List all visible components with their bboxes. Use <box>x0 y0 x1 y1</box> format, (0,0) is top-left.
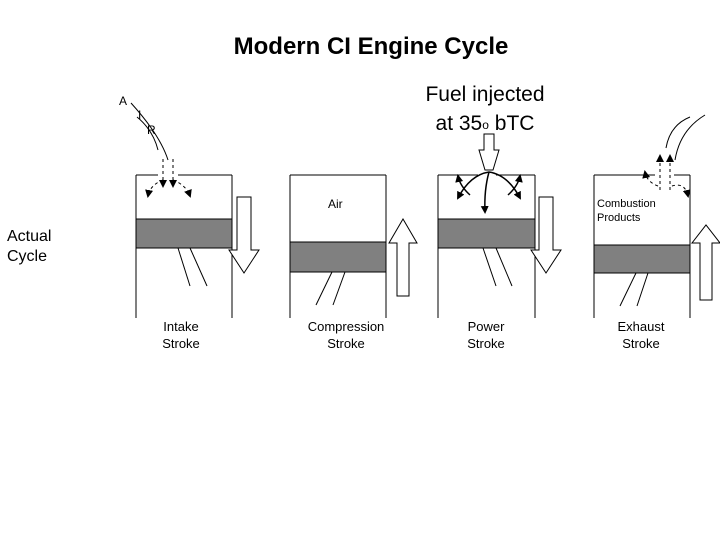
fuel-injection-note: Fuel injected at 35o bTC <box>405 80 565 138</box>
cylinder-compression <box>289 174 387 318</box>
fuel-injector <box>478 133 500 171</box>
actual-cycle-line2: Cycle <box>7 248 48 265</box>
fuel-note-line2: at 35o bTC <box>435 112 535 135</box>
valve-letter-i: I <box>138 108 142 122</box>
cylinder-exhaust <box>593 114 706 318</box>
piston-exhaust <box>593 244 691 274</box>
down-arrow-power <box>530 196 562 274</box>
piston-power <box>437 218 536 249</box>
up-arrow-exhaust <box>690 224 720 301</box>
fuel-note-line1: Fuel injected <box>425 83 545 106</box>
connecting-rod-compression <box>315 271 333 306</box>
valve-letter-r: R <box>147 123 156 137</box>
diagram-title: Modern CI Engine Cycle <box>233 33 509 60</box>
down-arrow-intake <box>228 196 260 274</box>
cylinder-power <box>437 133 536 318</box>
connecting-rod-intake <box>177 247 191 287</box>
valve-letter-a: A <box>119 94 128 108</box>
up-arrow-compression <box>388 218 418 297</box>
piston-intake <box>135 218 233 249</box>
actual-cycle-line1: Actual <box>7 228 52 245</box>
chamber-label-combustion-products: Combustion Products <box>597 198 656 224</box>
chamber-label-air: Air <box>328 197 343 211</box>
piston-compression <box>289 241 387 273</box>
cylinder-intake <box>130 102 233 318</box>
connecting-rod-power <box>482 247 497 287</box>
actual-cycle-label: Actual Cycle <box>7 227 51 267</box>
connecting-rod-exhaust <box>619 272 637 307</box>
